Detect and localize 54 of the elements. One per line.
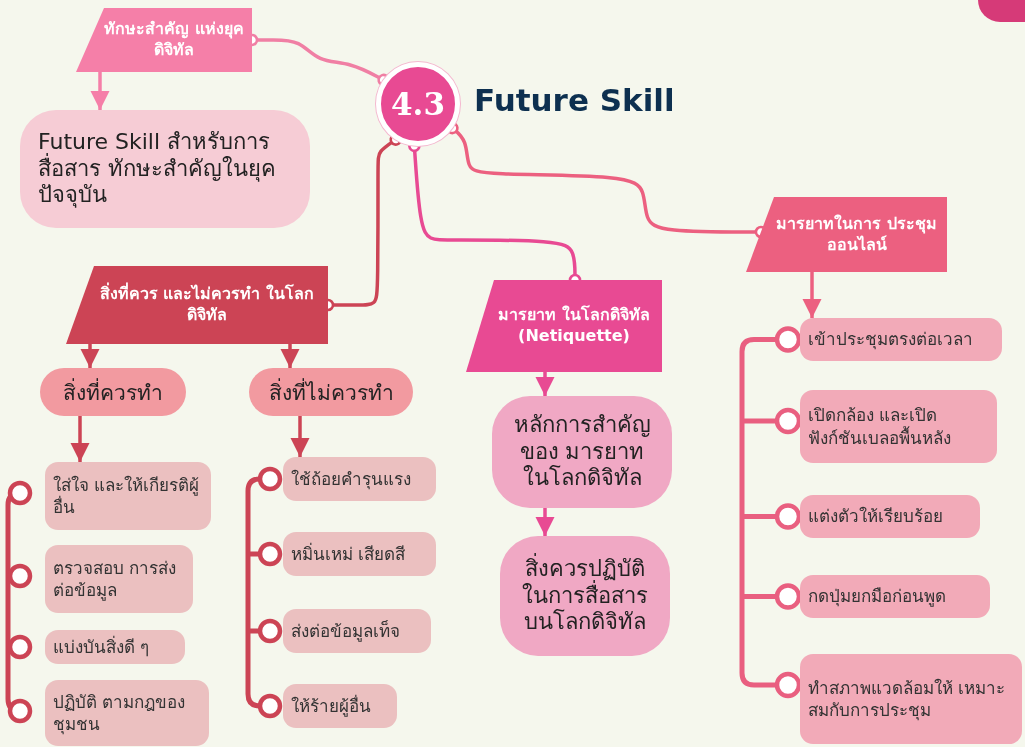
banner-text: สิ่งที่ควร และไม่ควรทำ ในโลกดิจิทัล [98,284,316,326]
item-text: ใส่ใจ และให้เกียรติผู้อื่น [53,473,201,519]
arrow [290,416,310,457]
card-text: Future Skill สำหรับการสื่อสาร ทักษะสำคัญในยุคปัจจุบัน [38,129,277,209]
arrow [280,344,300,368]
heading-banner [66,266,328,344]
banner-text: มารยาท ในโลกดิจิทัล (Netiquette) [497,305,651,347]
arrow [90,72,110,110]
number-badge [376,62,460,146]
heading-banner [76,8,252,72]
item-text: เปิดกล้อง และเปิด ฟังก์ชันเบลอพื้นหลัง [808,404,952,449]
item-card [45,545,193,613]
arrow [802,272,822,318]
item-text: เข้าประชุมตรงต่อเวลา [808,328,974,351]
category-text: สิ่งที่ควรทำ [62,377,164,407]
info-card [500,536,670,656]
item-card [800,575,990,618]
number-text: 4.3 [390,86,446,122]
arrow [535,508,555,536]
category-pill [40,368,186,416]
info-card [492,396,672,508]
item-text: ส่งต่อข้อมูลเท็จ [291,619,401,643]
heading-banner [466,280,662,372]
item-card [800,318,1002,361]
arrow [70,416,90,462]
info-card [20,110,310,228]
item-text: กดปุ่มยกมือก่อนพูด [808,585,947,608]
item-card [283,532,436,576]
heading-text: Future Skill [474,82,675,118]
item-text: ปฏิบัติ ตามกฎของชุมชน [53,690,187,736]
arrow [535,372,555,396]
item-text: หมิ่นเหม่ เสียดสี [291,542,407,566]
item-card [283,684,397,728]
item-card [800,495,980,538]
banner-text: มารยาทในการ ประชุมออนไลน์ [775,213,938,256]
item-card [283,609,431,653]
item-text: ให้ร้ายผู้อื่น [291,694,372,718]
item-text: แต่งตัวให้เรียบร้อย [808,505,944,528]
item-text: แบ่งบันสิ่งดี ๆ [53,635,151,659]
arrow [80,344,100,368]
category-pill [249,368,413,416]
item-text: ใช้ถ้อยคำรุนแรง [291,467,412,491]
item-card [800,390,997,463]
item-card [45,680,209,746]
item-card [45,462,211,530]
item-text: ทำสภาพแวดล้อมให้ เหมาะสมกับการประชุม [808,676,1007,722]
category-text: สิ่งที่ไม่ควรทำ [267,377,395,407]
banner-text: ทักษะสำคัญ แห่งยุคดิจิทัล [103,19,245,61]
heading-banner [746,197,947,272]
item-card [283,457,436,501]
item-card [800,654,1022,744]
card-text: หลักการสำคัญ ของ มารยาท ในโลกดิจิทัล [512,412,652,492]
item-text: ตรวจสอบ การส่งต่อข้อมูล [53,556,178,602]
item-card [45,630,185,664]
